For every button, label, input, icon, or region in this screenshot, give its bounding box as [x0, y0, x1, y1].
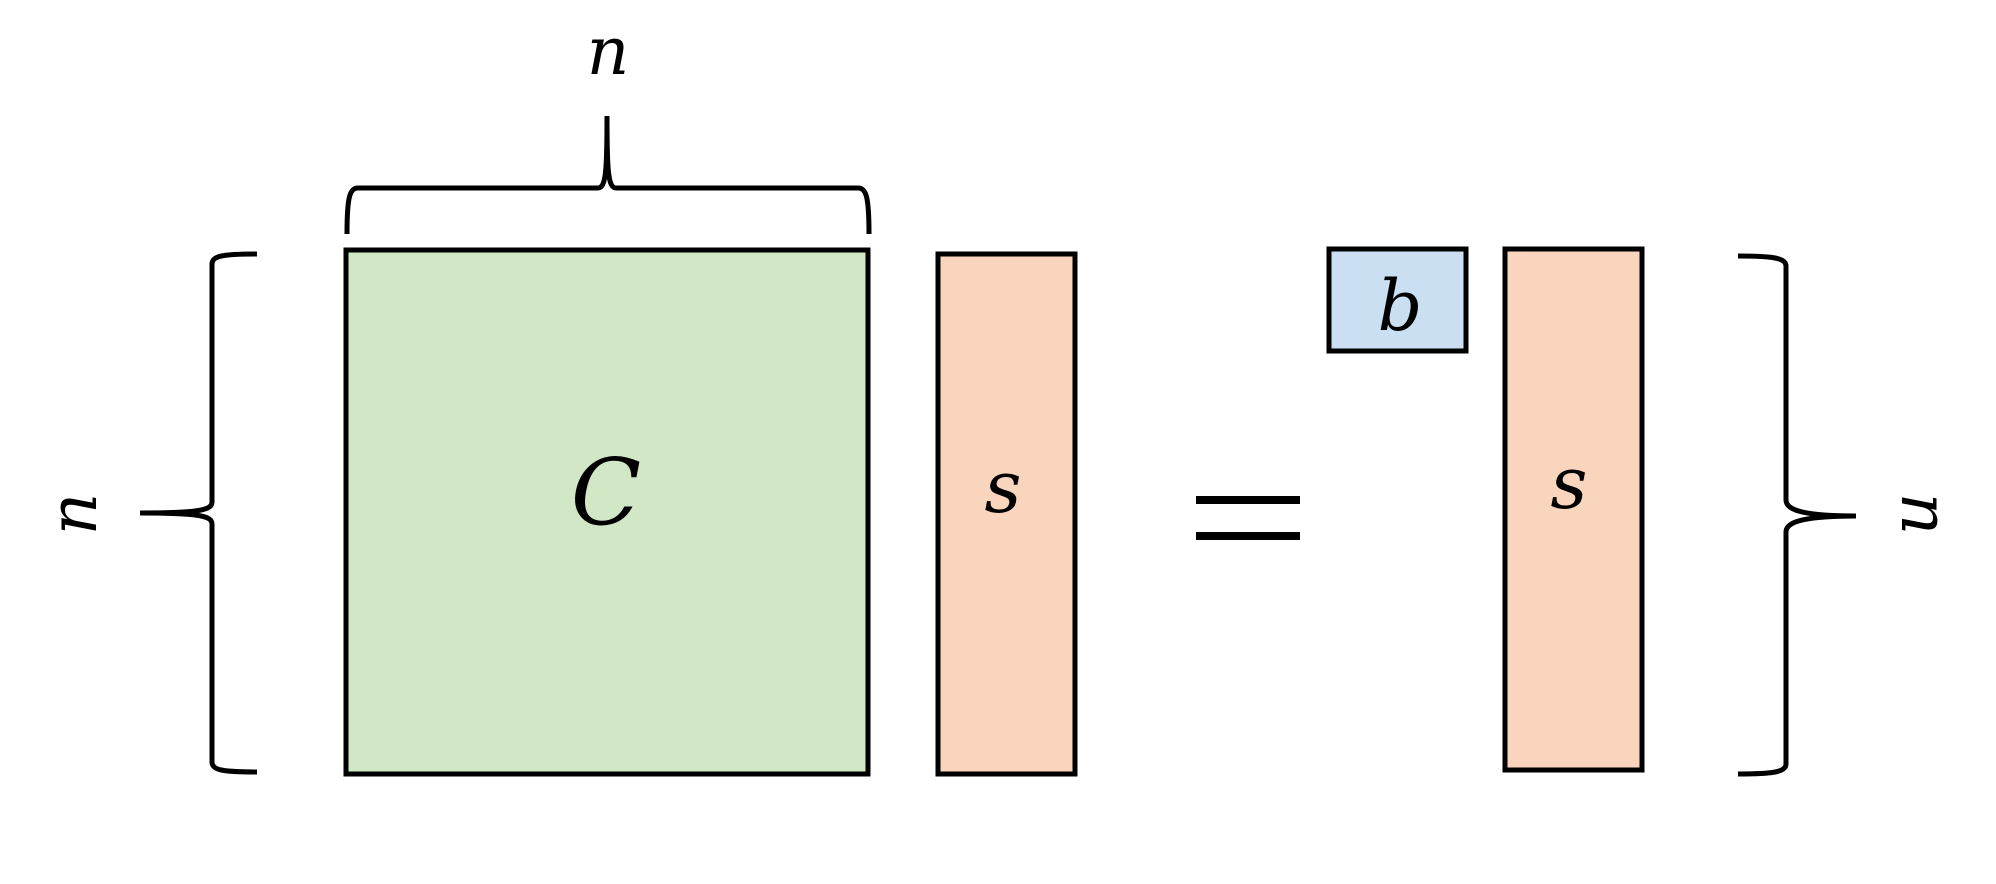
right-dimension-brace [1737, 253, 1857, 777]
scalar-b [1326, 246, 1469, 354]
vector-s-right [1502, 246, 1645, 773]
vector-s-left-label: s [985, 445, 1022, 529]
right-dimension-label: n [1886, 493, 1963, 536]
vector-s-left [935, 251, 1078, 777]
equals-bottom-bar [1196, 532, 1300, 540]
matrix-c-label: C [571, 439, 641, 546]
left-dimension-label: n [35, 493, 112, 536]
left-dimension-brace [139, 251, 258, 775]
matrix-c [343, 247, 871, 777]
top-dimension-brace [344, 115, 872, 235]
vector-s-right-label: s [1551, 441, 1588, 525]
equals-sign [1196, 496, 1300, 540]
top-dimension-label: n [587, 13, 630, 90]
scalar-b-label: b [1378, 265, 1423, 347]
equals-top-bar [1196, 496, 1300, 504]
